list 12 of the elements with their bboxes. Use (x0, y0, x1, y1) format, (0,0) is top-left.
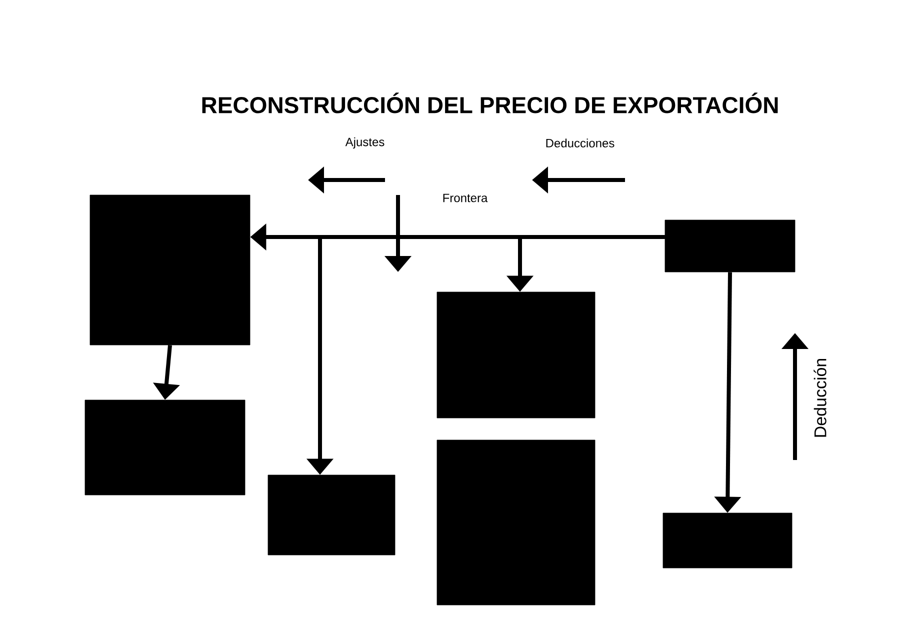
process-box (90, 194, 250, 346)
label: Deducción (814, 358, 826, 437)
process-box (84, 400, 246, 496)
process-box (436, 292, 596, 418)
process-box (664, 220, 796, 272)
process-box (436, 440, 596, 606)
label: Ajustes (345, 137, 384, 149)
label: Frontera (443, 194, 488, 202)
label: Deducciones (546, 138, 614, 148)
title: RECONSTRUCCIÓN DEL PRECIO DE EXPORTACIÓN (202, 92, 778, 114)
process-box (662, 512, 792, 568)
process-box (268, 474, 396, 556)
